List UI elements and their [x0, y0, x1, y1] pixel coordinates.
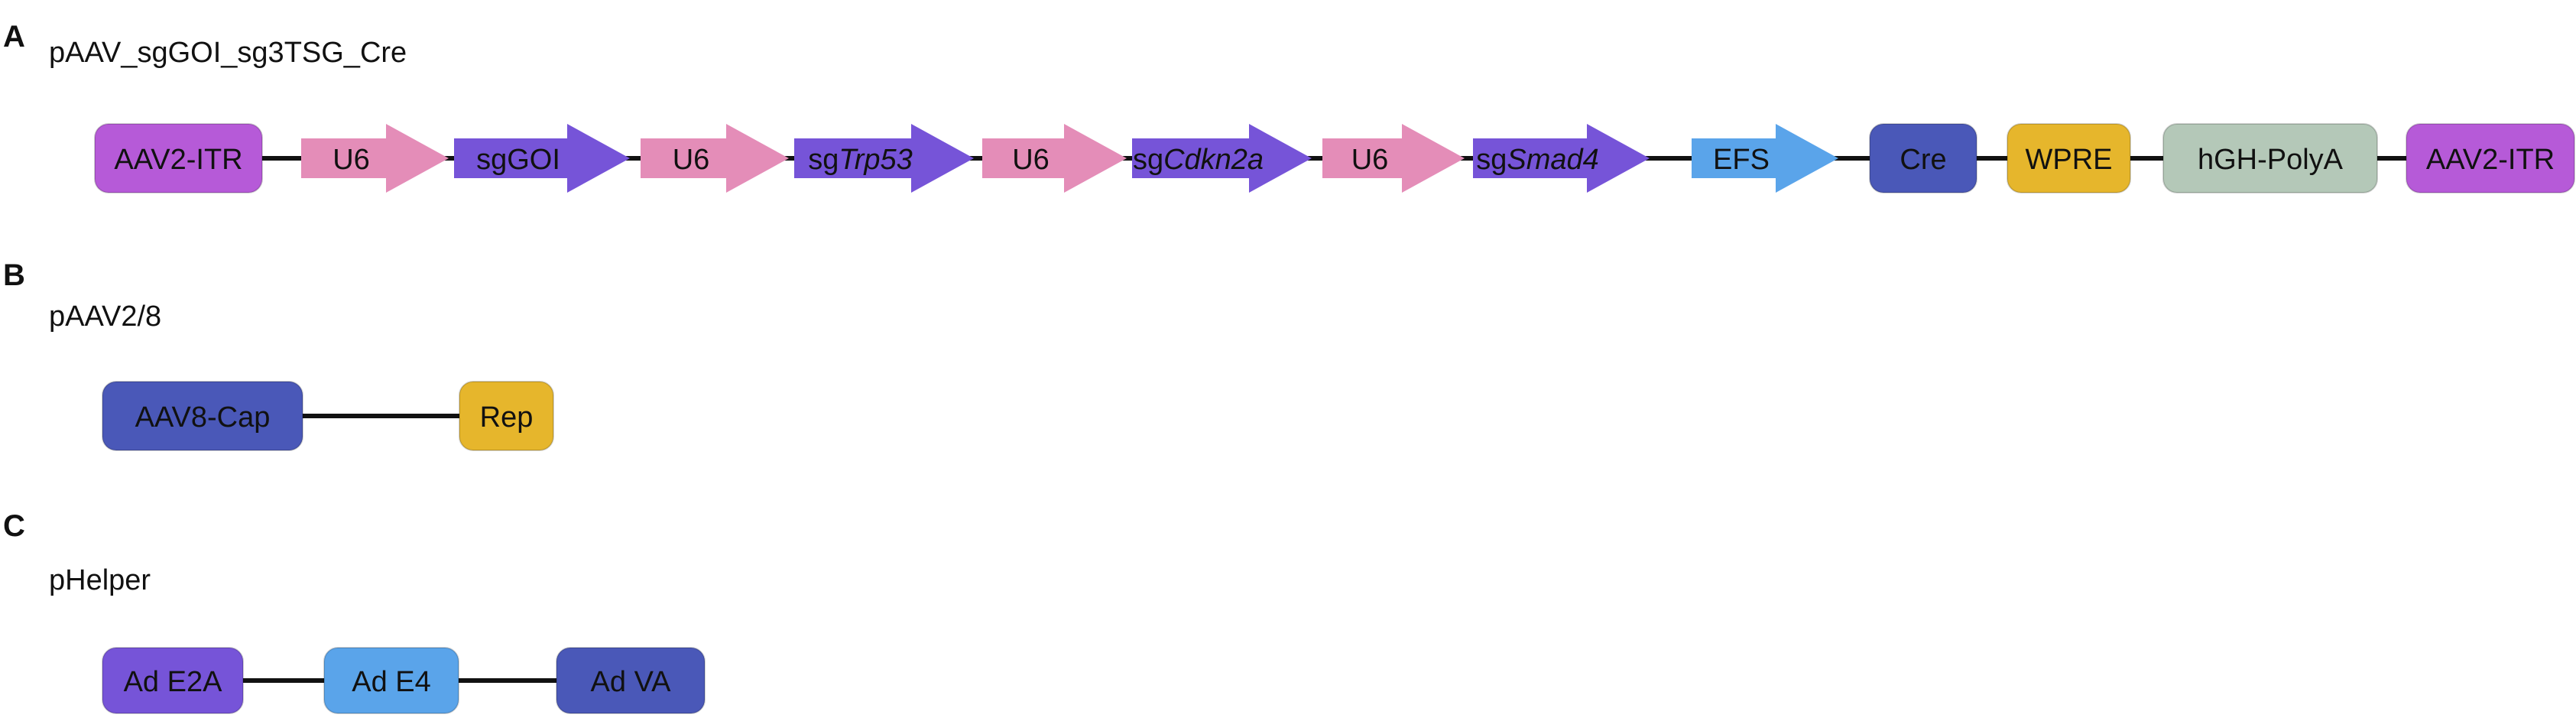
panel-label-b: B — [3, 258, 25, 292]
element-label: sgGOI — [476, 144, 560, 176]
element-ad-e4: Ad E4 — [323, 647, 459, 714]
element-sgcdkn2a: sgCdkn2a — [1132, 124, 1312, 193]
element-label: U6 — [333, 144, 370, 176]
element-label: Ad E4 — [352, 666, 431, 698]
element-label: Ad VA — [591, 666, 672, 698]
box-shape — [102, 647, 244, 714]
arrow-shape — [1132, 124, 1312, 193]
box-shape — [2162, 123, 2378, 193]
box-shape — [556, 647, 706, 714]
arrow-shape — [1692, 124, 1838, 193]
element-label: sgTrp53 — [808, 144, 913, 176]
panel-label-c: C — [3, 509, 25, 543]
element-u6: U6 — [982, 124, 1127, 193]
element-label: AAV2-ITR — [114, 144, 242, 176]
element-hgh-polya: hGH-PolyA — [2162, 123, 2378, 193]
arrow-shape — [1473, 124, 1650, 193]
plasmid-name-c: pHelper — [49, 564, 151, 596]
element-sgtrp53: sgTrp53 — [794, 124, 974, 193]
arrow-shape — [982, 124, 1127, 193]
element-label: AAV8-Cap — [135, 401, 271, 434]
box-shape — [459, 381, 554, 451]
arrow-shape — [1322, 124, 1465, 193]
element-rep: Rep — [459, 381, 554, 451]
panel-label-a: A — [3, 20, 25, 54]
arrow-shape — [301, 124, 449, 193]
element-efs: EFS — [1692, 124, 1838, 193]
element-label: AAV2-ITR — [2426, 144, 2555, 176]
element-aav2-itr: AAV2-ITR — [94, 123, 263, 193]
arrow-shape — [794, 124, 974, 193]
element-label: EFS — [1713, 144, 1770, 176]
element-u6: U6 — [1322, 124, 1465, 193]
element-label: Cre — [1900, 144, 1946, 176]
element-cre: Cre — [1869, 123, 1977, 193]
box-shape — [2007, 123, 2131, 193]
box-shape — [102, 381, 303, 451]
element-label: Rep — [480, 401, 534, 434]
element-sgsmad4: sgSmad4 — [1473, 124, 1650, 193]
element-label: U6 — [673, 144, 710, 176]
plasmid-name-a: pAAV_sgGOI_sg3TSG_Cre — [49, 37, 407, 69]
plasmid-name-b: pAAV2/8 — [49, 301, 162, 333]
element-label: U6 — [1012, 144, 1050, 176]
arrow-shape — [641, 124, 789, 193]
element-ad-va: Ad VA — [556, 647, 706, 714]
element-label: sgSmad4 — [1476, 144, 1599, 176]
element-u6: U6 — [641, 124, 789, 193]
box-shape — [323, 647, 459, 714]
element-wpre: WPRE — [2007, 123, 2131, 193]
arrow-shape — [454, 124, 630, 193]
element-sggoi: sgGOI — [454, 124, 630, 193]
element-aav8-cap: AAV8-Cap — [102, 381, 303, 451]
box-shape — [1869, 123, 1977, 193]
element-label: hGH-PolyA — [2198, 144, 2344, 176]
box-shape — [94, 123, 263, 193]
element-ad-e2a: Ad E2A — [102, 647, 244, 714]
element-u6: U6 — [301, 124, 449, 193]
element-aav2-itr: AAV2-ITR — [2406, 123, 2575, 193]
element-label: WPRE — [2026, 144, 2113, 176]
box-shape — [2406, 123, 2575, 193]
element-label: Ad E2A — [124, 666, 223, 698]
element-label: sgCdkn2a — [1133, 144, 1264, 176]
element-label: U6 — [1351, 144, 1389, 176]
